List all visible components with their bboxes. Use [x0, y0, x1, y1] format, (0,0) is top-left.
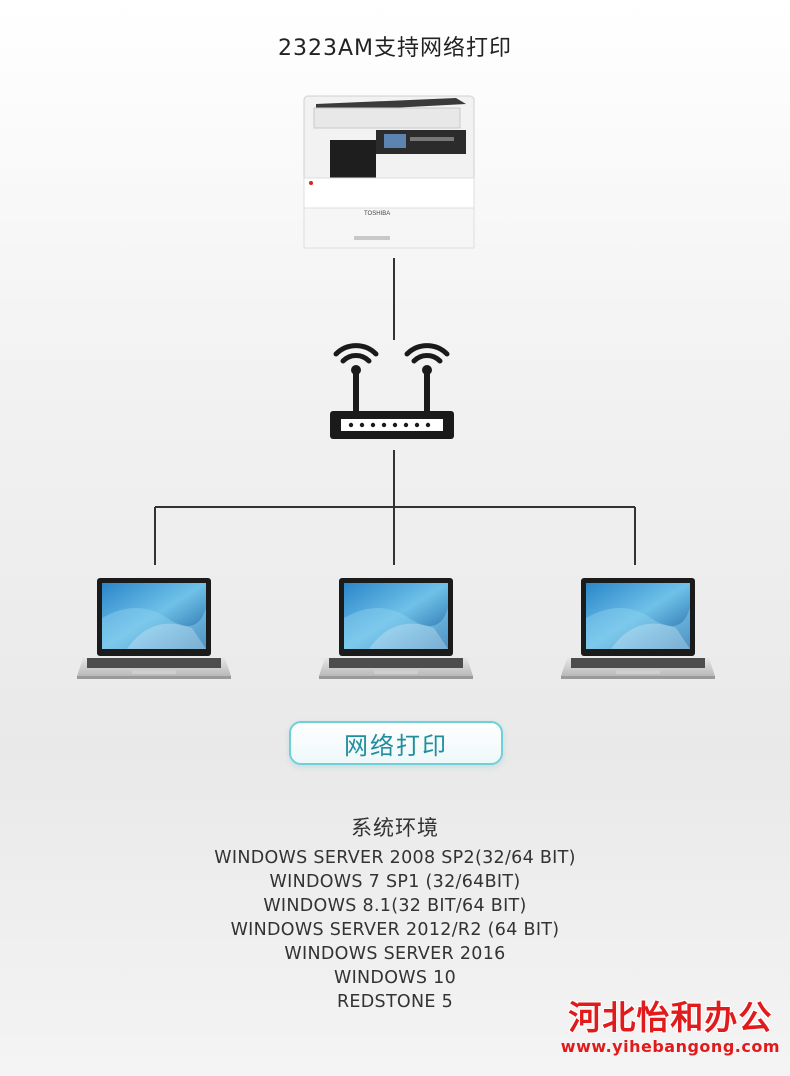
laptop-right-image: [561, 578, 715, 679]
system-environment: 系统环境 WINDOWS SERVER 2008 SP2(32/64 BIT) …: [0, 812, 790, 1014]
environment-item: WINDOWS SERVER 2016: [284, 944, 506, 964]
brand-url: www.yihebangong.com: [560, 1037, 780, 1056]
printer-image: TOSHIBA: [303, 95, 475, 249]
brand-name: 河北怡和办公: [568, 998, 773, 1037]
laptop-center-image: [319, 578, 473, 679]
printer-brand-label: TOSHIBA: [364, 211, 390, 217]
environment-item: WINDOWS 8.1(32 BIT/64 BIT): [263, 896, 527, 916]
environment-item: REDSTONE 5: [336, 992, 454, 1012]
laptop-left-image: [77, 578, 231, 679]
brand-watermark: 河北怡和办公 www.yihebangong.com: [560, 998, 780, 1057]
environment-item: WINDOWS SERVER 2008 SP2(32/64 BIT): [214, 848, 576, 868]
environment-item: WINDOWS 7 SP1 (32/64BIT): [269, 872, 521, 892]
network-print-label: 网络打印: [344, 731, 448, 760]
environment-item: WINDOWS 10: [333, 968, 457, 988]
network-print-badge: 网络打印: [289, 721, 503, 765]
diagram-title: 2323AM支持网络打印: [277, 36, 513, 61]
environment-title: 系统环境: [351, 816, 439, 840]
environment-item: WINDOWS SERVER 2012/R2 (64 BIT): [230, 920, 560, 940]
router-icon: [330, 343, 454, 439]
